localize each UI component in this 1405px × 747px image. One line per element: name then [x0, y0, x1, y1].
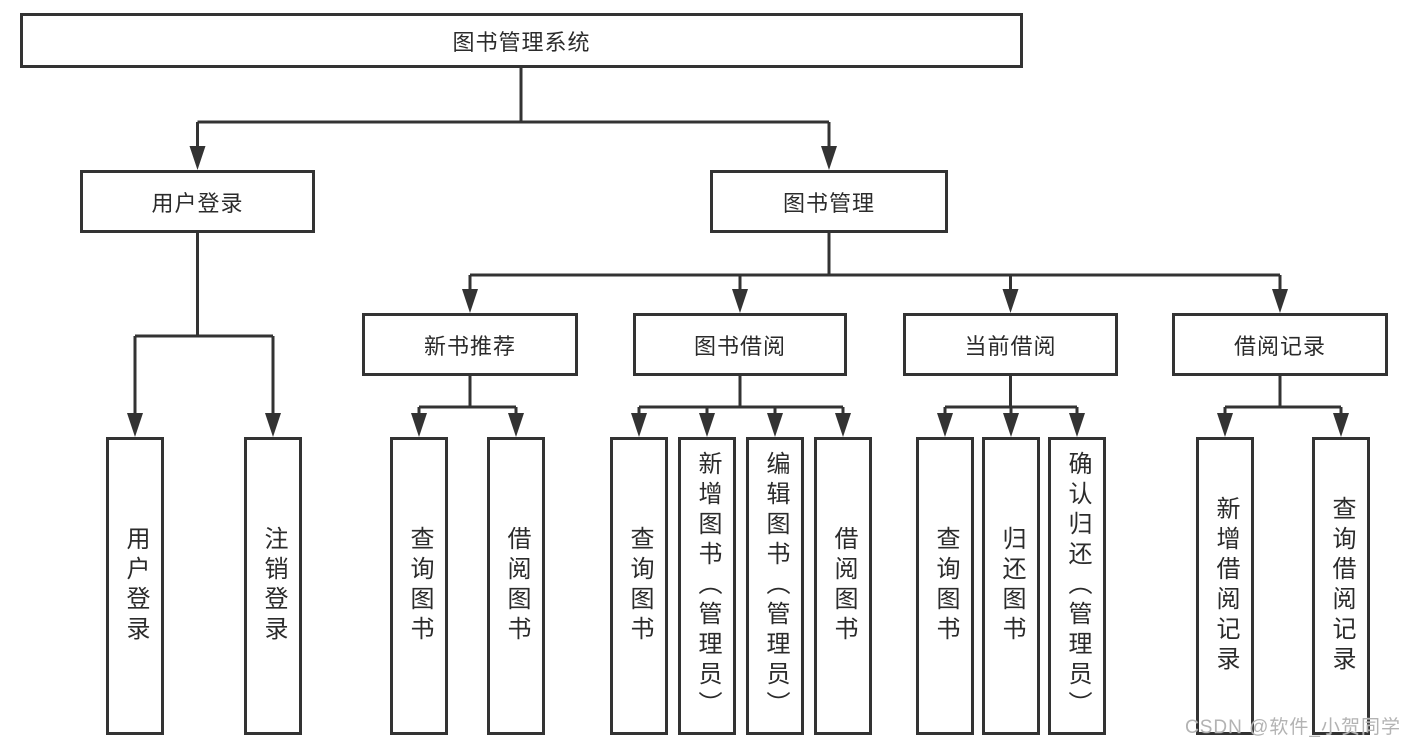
leaf-edit-books-admin-label: 编辑图书（管理员） [762, 451, 789, 721]
leaf-logout: 注销登录 [244, 437, 302, 735]
leaf-query-books-recommend-label: 查询图书 [406, 526, 433, 646]
leaf-query-books-current: 查询图书 [916, 437, 974, 735]
leaf-query-books-current-label: 查询图书 [932, 526, 959, 646]
leaf-query-borrow-record: 查询借阅记录 [1312, 437, 1370, 735]
leaf-query-books-borrowing-label: 查询图书 [626, 526, 653, 646]
leaf-add-borrow-record: 新增借阅记录 [1196, 437, 1254, 735]
leaf-borrow-books: 借阅图书 [814, 437, 872, 735]
node-current-borrowing: 当前借阅 [903, 313, 1118, 376]
leaf-borrow-books-recommend-label: 借阅图书 [503, 526, 530, 646]
node-borrow-records: 借阅记录 [1172, 313, 1388, 376]
leaf-add-books-admin: 新增图书（管理员） [678, 437, 736, 735]
node-book-borrowing: 图书借阅 [633, 313, 847, 376]
leaf-confirm-return-admin: 确认归还（管理员） [1048, 437, 1106, 735]
node-book-management-branch: 图书管理 [710, 170, 948, 233]
leaf-user-login: 用户登录 [106, 437, 164, 735]
node-user-login-branch: 用户登录 [80, 170, 315, 233]
leaf-borrow-books-recommend: 借阅图书 [487, 437, 545, 735]
node-new-book-recommend: 新书推荐 [362, 313, 578, 376]
node-library-system: 图书管理系统 [20, 13, 1023, 68]
leaf-edit-books-admin: 编辑图书（管理员） [746, 437, 804, 735]
leaf-query-books-recommend: 查询图书 [390, 437, 448, 735]
leaf-user-login-label: 用户登录 [122, 526, 149, 646]
leaf-borrow-books-label: 借阅图书 [830, 526, 857, 646]
leaf-logout-label: 注销登录 [260, 526, 287, 646]
leaf-query-borrow-record-label: 查询借阅记录 [1328, 496, 1355, 676]
leaf-return-books-label: 归还图书 [998, 526, 1025, 646]
leaf-add-borrow-record-label: 新增借阅记录 [1212, 496, 1239, 676]
leaf-return-books: 归还图书 [982, 437, 1040, 735]
leaf-confirm-return-admin-label: 确认归还（管理员） [1064, 451, 1091, 721]
csdn-watermark: CSDN @软件_小贺同学 [1185, 717, 1401, 738]
leaf-query-books-borrowing: 查询图书 [610, 437, 668, 735]
leaf-add-books-admin-label: 新增图书（管理员） [694, 451, 721, 721]
